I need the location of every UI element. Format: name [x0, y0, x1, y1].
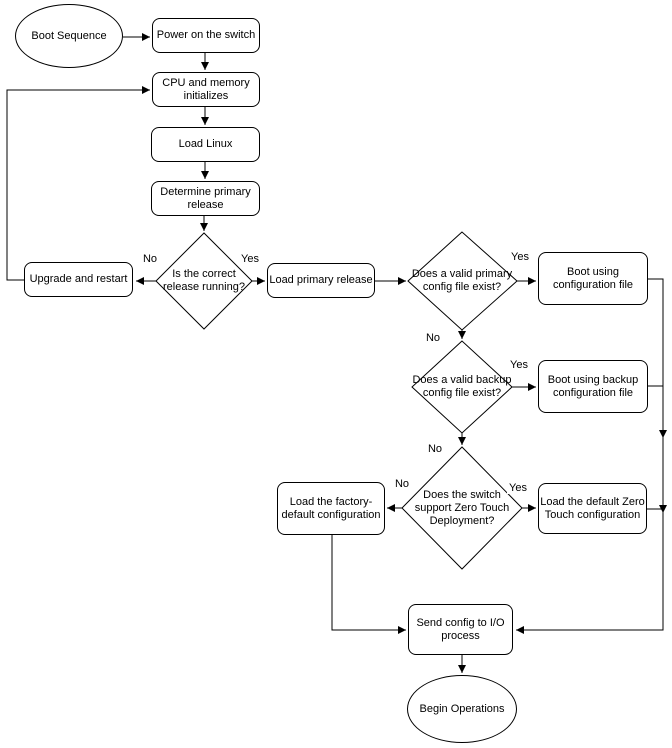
edge-label-no-correct-release: No [140, 253, 160, 265]
edge-label-no-primary-config: No [423, 332, 443, 344]
edge-rail-to-sendconfig [516, 278, 664, 634]
edge-label-no-ztd: No [392, 478, 412, 490]
edge-label-yes-ztd: Yes [507, 482, 529, 494]
node-begin-operations-label: Begin Operations [419, 702, 505, 715]
edge-upgrade-loop-to-cpu [6, 86, 150, 281]
node-load-primary-label: Load primary release [269, 274, 373, 286]
node-boot-backup-label: Boot using backup configuration file [547, 373, 639, 399]
node-zero-touch-label: Load the default Zero Touch configuratio… [540, 495, 645, 521]
node-power-on: Power on the switch [152, 18, 260, 53]
edge-factory-to-sendconfig [331, 535, 406, 634]
node-cpu-memory-label: CPU and memory initializes [162, 76, 250, 102]
decision-primary-config-shape [407, 231, 518, 331]
node-power-on-label: Power on the switch [156, 29, 256, 41]
node-load-linux: Load Linux [151, 127, 260, 162]
node-load-linux-label: Load Linux [178, 138, 233, 150]
edge-label-yes-correct-release: Yes [239, 253, 261, 265]
node-boot-backup: Boot using backup configuration file [538, 360, 648, 413]
node-boot-config: Boot using configuration file [538, 252, 648, 305]
node-send-config-label: Send config to I/O process [416, 616, 505, 642]
edge-label-yes-primary-config: Yes [509, 251, 531, 263]
decision-ztd-shape [401, 446, 523, 570]
node-boot-config-label: Boot using configuration file [552, 265, 634, 291]
node-cpu-memory: CPU and memory initializes [152, 72, 260, 107]
node-boot-sequence: Boot Sequence [15, 4, 123, 68]
node-begin-operations: Begin Operations [407, 675, 517, 743]
node-send-config: Send config to I/O process [408, 604, 513, 655]
decision-backup-config-shape [411, 340, 513, 434]
edge-label-yes-backup-config: Yes [508, 359, 530, 371]
node-backup-config-label: Does a valid backup config file exist? [412, 374, 512, 399]
node-boot-sequence-label: Boot Sequence [31, 29, 107, 42]
node-load-primary: Load primary release [267, 263, 375, 298]
node-zero-touch: Load the default Zero Touch configuratio… [538, 483, 647, 534]
node-factory-default-label: Load the factory-default configuration [281, 495, 381, 521]
edge-label-no-backup-config: No [425, 443, 445, 455]
node-primary-config-label: Does a valid primary config file exist? [411, 268, 513, 293]
node-determine-primary: Determine primary release [151, 181, 260, 216]
node-correct-release-label: Is the correct release running? [163, 268, 245, 293]
node-determine-primary-label: Determine primary release [160, 185, 251, 211]
node-factory-default: Load the factory-default configuration [277, 482, 385, 535]
decision-correct-release-shape [155, 232, 253, 330]
node-ztd-label: Does the switch support Zero Touch Deplo… [414, 488, 510, 527]
node-upgrade-restart: Upgrade and restart [24, 262, 133, 297]
node-upgrade-restart-label: Upgrade and restart [29, 273, 128, 285]
